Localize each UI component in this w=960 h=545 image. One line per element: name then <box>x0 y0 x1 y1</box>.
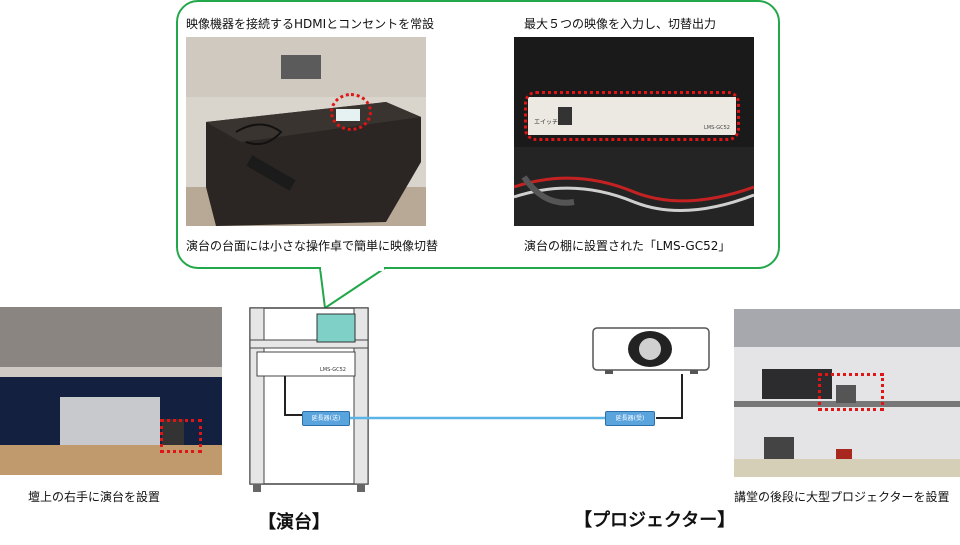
podium-top-photo <box>186 37 426 226</box>
callout-tail <box>318 267 389 310</box>
podium-label: 【演台】 <box>258 512 330 533</box>
right-photo-title: 最大５つの映像を入力し、切替出力 <box>524 17 717 31</box>
device-switch-label: エイッチャー <box>534 119 570 126</box>
projector-icon <box>592 327 710 419</box>
left-photo-title: 映像機器を接続するHDMIとコンセントを常設 <box>186 17 435 31</box>
extender-transmitter: 延長器(送) <box>302 411 350 426</box>
hall-photo <box>734 309 960 477</box>
device-model-label: LMS-GC52 <box>704 125 730 131</box>
stage-photo <box>0 307 222 475</box>
switcher-label: LMS-GC52 <box>320 367 346 373</box>
projector-location-highlight <box>818 373 884 411</box>
left-photo-caption: 演台の台面には小さな操作卓で簡単に映像切替 <box>186 239 439 253</box>
podium-panel-highlight <box>330 93 372 131</box>
podium-diagram <box>249 307 369 492</box>
right-photo-caption: 演台の棚に設置された「LMS-GC52」 <box>524 239 731 253</box>
hall-photo-caption: 講堂の後段に大型プロジェクターを設置 <box>734 490 950 504</box>
extension-cable <box>350 416 606 420</box>
device-highlight <box>524 91 740 141</box>
podium-location-highlight <box>160 419 202 453</box>
extender-receiver: 延長器(受) <box>605 411 655 426</box>
projector-label: 【プロジェクター】 <box>574 510 736 531</box>
stage-photo-caption: 壇上の右手に演台を設置 <box>28 490 161 504</box>
shelf-photo: エイッチャー LMS-GC52 <box>514 37 754 226</box>
